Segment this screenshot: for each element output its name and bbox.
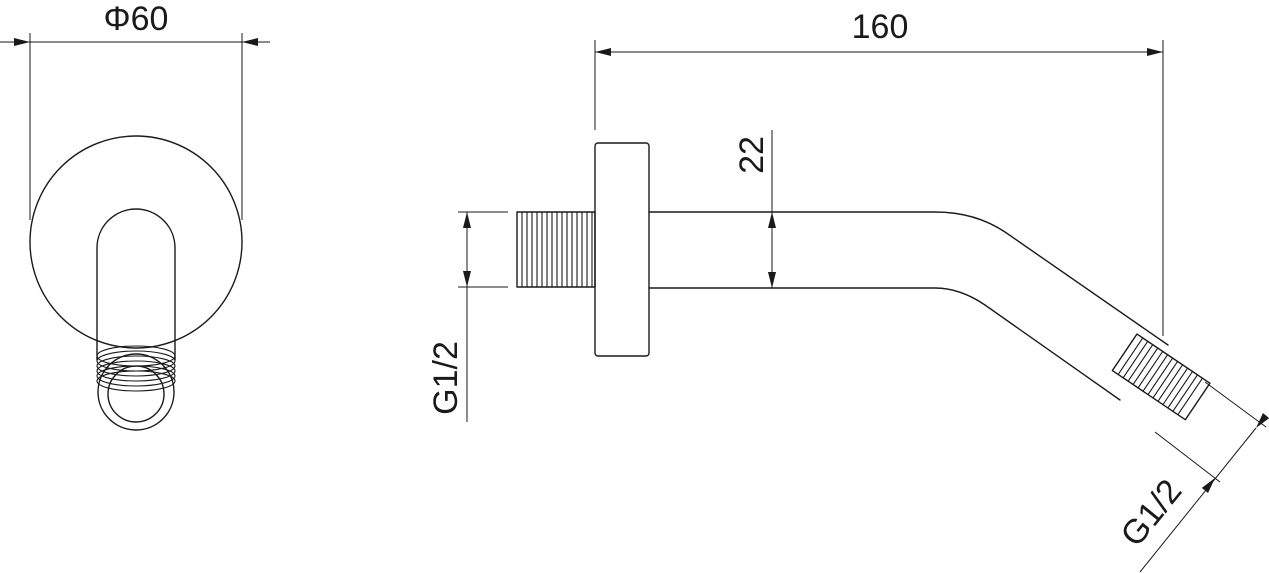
outlet-arrow-top bbox=[1256, 413, 1269, 428]
nipple-threads bbox=[96, 345, 176, 392]
side-flange bbox=[594, 142, 650, 357]
flange-disc bbox=[29, 135, 243, 349]
height-arrow-bottom bbox=[768, 272, 776, 288]
diameter-arrow-left bbox=[14, 38, 30, 46]
height-arrow-top bbox=[768, 212, 776, 228]
outlet-ext-bottom bbox=[1154, 431, 1221, 483]
outlet-dim-line bbox=[1139, 427, 1257, 573]
height-label: 22 bbox=[733, 136, 771, 174]
outlet-thread-label: G1/2 bbox=[1113, 472, 1189, 553]
length-label: 160 bbox=[852, 8, 909, 46]
arm-top-edge bbox=[648, 211, 1169, 346]
inlet-nipple bbox=[516, 211, 596, 288]
outlet-ext-top bbox=[1204, 381, 1267, 428]
inlet-thread-label: G1/2 bbox=[427, 341, 465, 415]
length-arrow-right bbox=[1147, 48, 1163, 56]
length-arrow-left bbox=[595, 48, 611, 56]
diameter-arrow-right bbox=[242, 38, 258, 46]
diameter-label: Φ60 bbox=[104, 0, 169, 38]
arm-outline bbox=[96, 208, 176, 361]
front-view: Φ60 bbox=[0, 0, 270, 431]
outlet-nipple bbox=[1111, 333, 1211, 421]
nipple-inner bbox=[107, 365, 165, 423]
outlet-arrow-bottom bbox=[1201, 478, 1215, 493]
side-view: 160 22 G1/2 G1/2 bbox=[427, 8, 1269, 573]
nipple-outer bbox=[97, 353, 175, 431]
inlet-threads bbox=[521, 212, 593, 287]
inlet-arrow-bottom bbox=[463, 271, 471, 287]
arm-bottom-edge bbox=[648, 287, 1121, 401]
inlet-arrow-top bbox=[463, 212, 471, 228]
